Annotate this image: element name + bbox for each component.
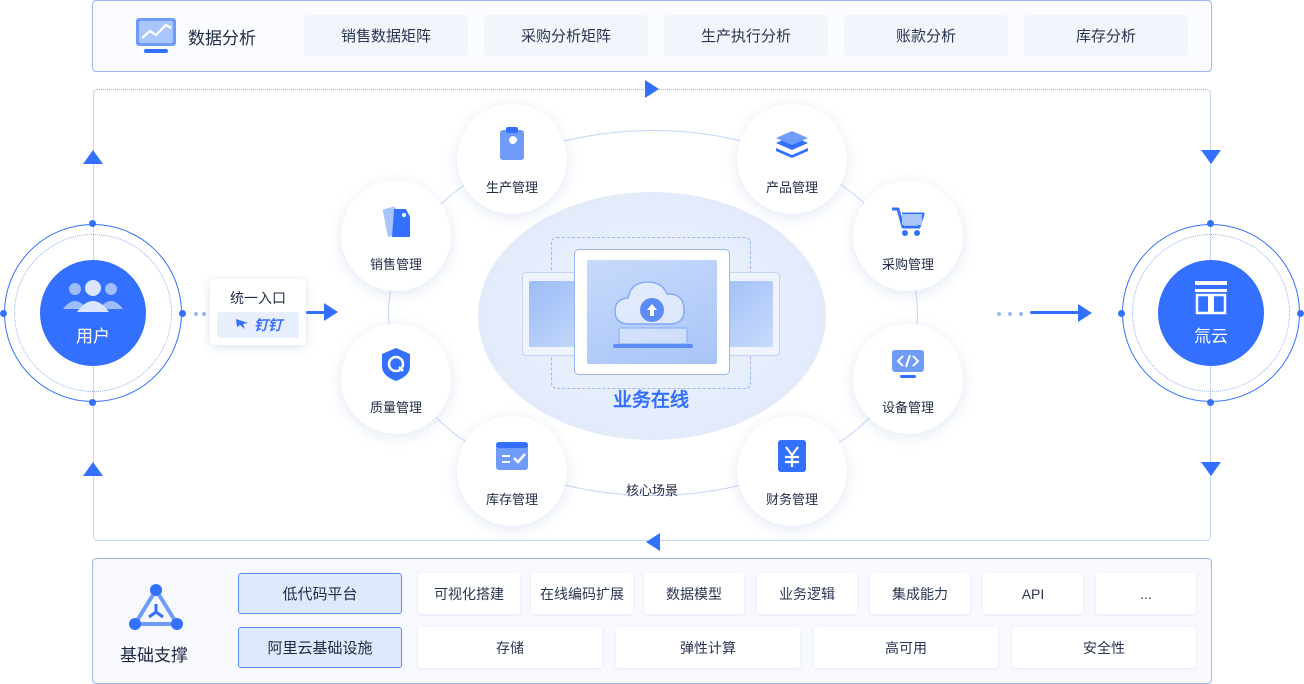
main-screen — [574, 249, 730, 375]
flow-arrow-right-icon — [645, 80, 659, 98]
chuanyun-label: 氚云 — [1194, 327, 1228, 346]
users-icon — [61, 279, 125, 318]
clipboard-wrench-icon — [492, 124, 532, 164]
module-purchase[interactable]: 采购管理 — [853, 181, 963, 291]
flow-arrow-down-icon — [1201, 150, 1221, 164]
flow-arrow-left-icon — [646, 533, 660, 551]
module-production-label: 生产管理 — [485, 180, 538, 195]
connector-dot — [1297, 310, 1304, 317]
connector-dot — [1118, 310, 1125, 317]
purchase-matrix-button[interactable]: 采购分析矩阵 — [484, 15, 648, 56]
infrastructure-title: 基础支撑 — [120, 646, 188, 665]
connector-dot — [0, 310, 7, 317]
cloud-arrow-line — [1030, 311, 1080, 314]
module-product-label: 产品管理 — [765, 180, 818, 195]
module-sales-label: 销售管理 — [369, 257, 422, 272]
module-quality-label: 质量管理 — [369, 400, 422, 415]
module-product[interactable]: 产品管理 — [737, 104, 847, 214]
cap-business-logic[interactable]: 业务逻辑 — [757, 573, 857, 614]
module-production[interactable]: 生产管理 — [457, 104, 567, 214]
shield-q-icon — [376, 344, 416, 384]
connector-dot — [89, 220, 96, 227]
data-analysis-title: 数据分析 — [188, 29, 256, 48]
cloud-arrow-icon — [1078, 304, 1092, 322]
cap-elastic-compute[interactable]: 弹性计算 — [616, 627, 800, 668]
connector-dot — [89, 399, 96, 406]
flow-arrow-down-icon — [1201, 462, 1221, 476]
unified-entry-title: 统一入口 — [230, 290, 286, 306]
aliyun-infra-button[interactable]: 阿里云基础设施 — [238, 627, 402, 668]
cap-security[interactable]: 安全性 — [1012, 627, 1196, 668]
layers-icon — [772, 124, 812, 164]
dingtalk-label: 钉钉 — [254, 317, 282, 333]
module-equipment-label: 设备管理 — [881, 400, 934, 415]
monitor-chart-icon — [134, 16, 178, 61]
code-monitor-icon — [888, 344, 928, 384]
user-node[interactable]: 用户 — [40, 260, 146, 366]
module-purchase-label: 采购管理 — [881, 257, 934, 272]
hub-triangle-icon — [129, 582, 183, 637]
dingtalk-badge[interactable]: 钉钉 — [217, 312, 299, 338]
cart-icon — [888, 201, 928, 241]
accounts-analysis-button[interactable]: 账款分析 — [844, 15, 1008, 56]
core-ring — [388, 130, 918, 496]
cap-storage[interactable]: 存储 — [418, 627, 602, 668]
cap-data-model[interactable]: 数据模型 — [644, 573, 744, 614]
tags-icon — [376, 201, 416, 241]
module-finance-label: 财务管理 — [765, 492, 818, 507]
core-scenario-label: 核心场景 — [625, 483, 678, 498]
entry-arrow-icon — [324, 303, 338, 321]
module-sales[interactable]: 销售管理 — [341, 181, 451, 291]
connector-dot — [179, 310, 186, 317]
sales-matrix-button[interactable]: 销售数据矩阵 — [304, 15, 468, 56]
production-analysis-button[interactable]: 生产执行分析 — [664, 15, 828, 56]
cap-visual-build[interactable]: 可视化搭建 — [418, 573, 520, 614]
yuan-icon — [772, 436, 812, 476]
low-code-platform-button[interactable]: 低代码平台 — [238, 573, 402, 614]
cap-high-availability[interactable]: 高可用 — [814, 627, 998, 668]
chuanyun-node[interactable]: 氚云 — [1158, 260, 1264, 366]
inventory-analysis-button[interactable]: 库存分析 — [1024, 15, 1188, 56]
connector-dot — [1019, 312, 1023, 316]
module-equipment[interactable]: 设备管理 — [853, 324, 963, 434]
module-inventory-label: 库存管理 — [485, 492, 538, 507]
cloud-upload-icon — [609, 274, 697, 359]
module-inventory[interactable]: 库存管理 — [457, 416, 567, 526]
unified-entry-card[interactable]: 统一入口 钉钉 — [210, 279, 306, 345]
inventory-check-icon — [492, 436, 532, 476]
cap-integration[interactable]: 集成能力 — [870, 573, 970, 614]
user-inner-ring — [14, 234, 172, 392]
user-label: 用户 — [76, 327, 110, 346]
cloud-inner-ring — [1132, 234, 1290, 392]
connector-dot — [1008, 312, 1012, 316]
connector-dot — [1207, 220, 1214, 227]
laptop-cloud-illustration — [587, 260, 717, 364]
connector-dot — [1207, 399, 1214, 406]
connector-dot — [194, 312, 198, 316]
flow-arrow-up-icon — [83, 150, 103, 164]
cap-api[interactable]: API — [983, 573, 1083, 614]
entry-arrow-line — [306, 311, 326, 314]
flow-arrow-up-icon — [83, 462, 103, 476]
cap-more[interactable]: ... — [1096, 573, 1196, 614]
module-finance[interactable]: 财务管理 — [737, 416, 847, 526]
chuanyun-logo-icon — [1191, 279, 1231, 320]
module-quality[interactable]: 质量管理 — [341, 324, 451, 434]
dingtalk-icon — [234, 316, 250, 335]
business-online-label: 业务在线 — [612, 390, 689, 411]
connector-dot — [997, 312, 1001, 316]
connector-dot — [202, 312, 206, 316]
cap-online-coding[interactable]: 在线编码扩展 — [531, 573, 633, 614]
